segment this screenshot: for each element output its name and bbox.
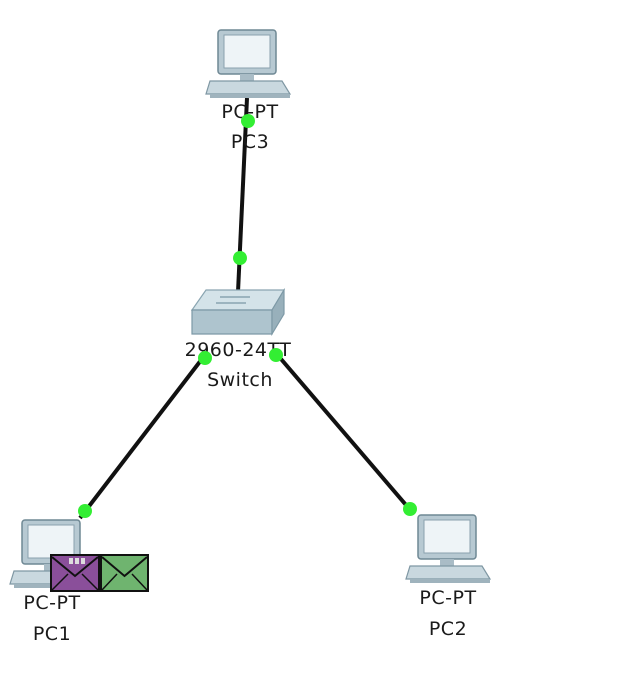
- pc-icon: [405, 514, 492, 583]
- device-pc3[interactable]: [204, 28, 294, 104]
- pdu-group: [50, 554, 149, 592]
- device-pc1-name: PC1: [32, 623, 72, 645]
- device-pc3-model: PC-PT: [221, 101, 279, 123]
- switch-icon: [190, 287, 286, 337]
- device-pc2-model: PC-PT: [419, 587, 477, 609]
- device-switch[interactable]: [190, 287, 288, 342]
- envelope-icon: [100, 554, 149, 592]
- pc-icon: [205, 29, 292, 98]
- device-pc2[interactable]: [404, 513, 494, 589]
- pdu-envelope-purple[interactable]: [50, 554, 100, 592]
- device-pc1-model: PC-PT: [23, 592, 81, 614]
- device-switch-name: Switch: [207, 369, 273, 391]
- device-pc3-name: PC3: [230, 131, 270, 153]
- envelope-icon: [50, 554, 100, 592]
- link-switch-pc1[interactable]: [78, 353, 207, 520]
- device-pc2-name: PC2: [428, 618, 468, 640]
- pdu-envelope-green[interactable]: [100, 554, 149, 592]
- link-switch-pc2[interactable]: [273, 350, 414, 514]
- device-switch-model: 2960-24TT: [184, 339, 292, 361]
- link-pc3-switch[interactable]: [236, 97, 249, 293]
